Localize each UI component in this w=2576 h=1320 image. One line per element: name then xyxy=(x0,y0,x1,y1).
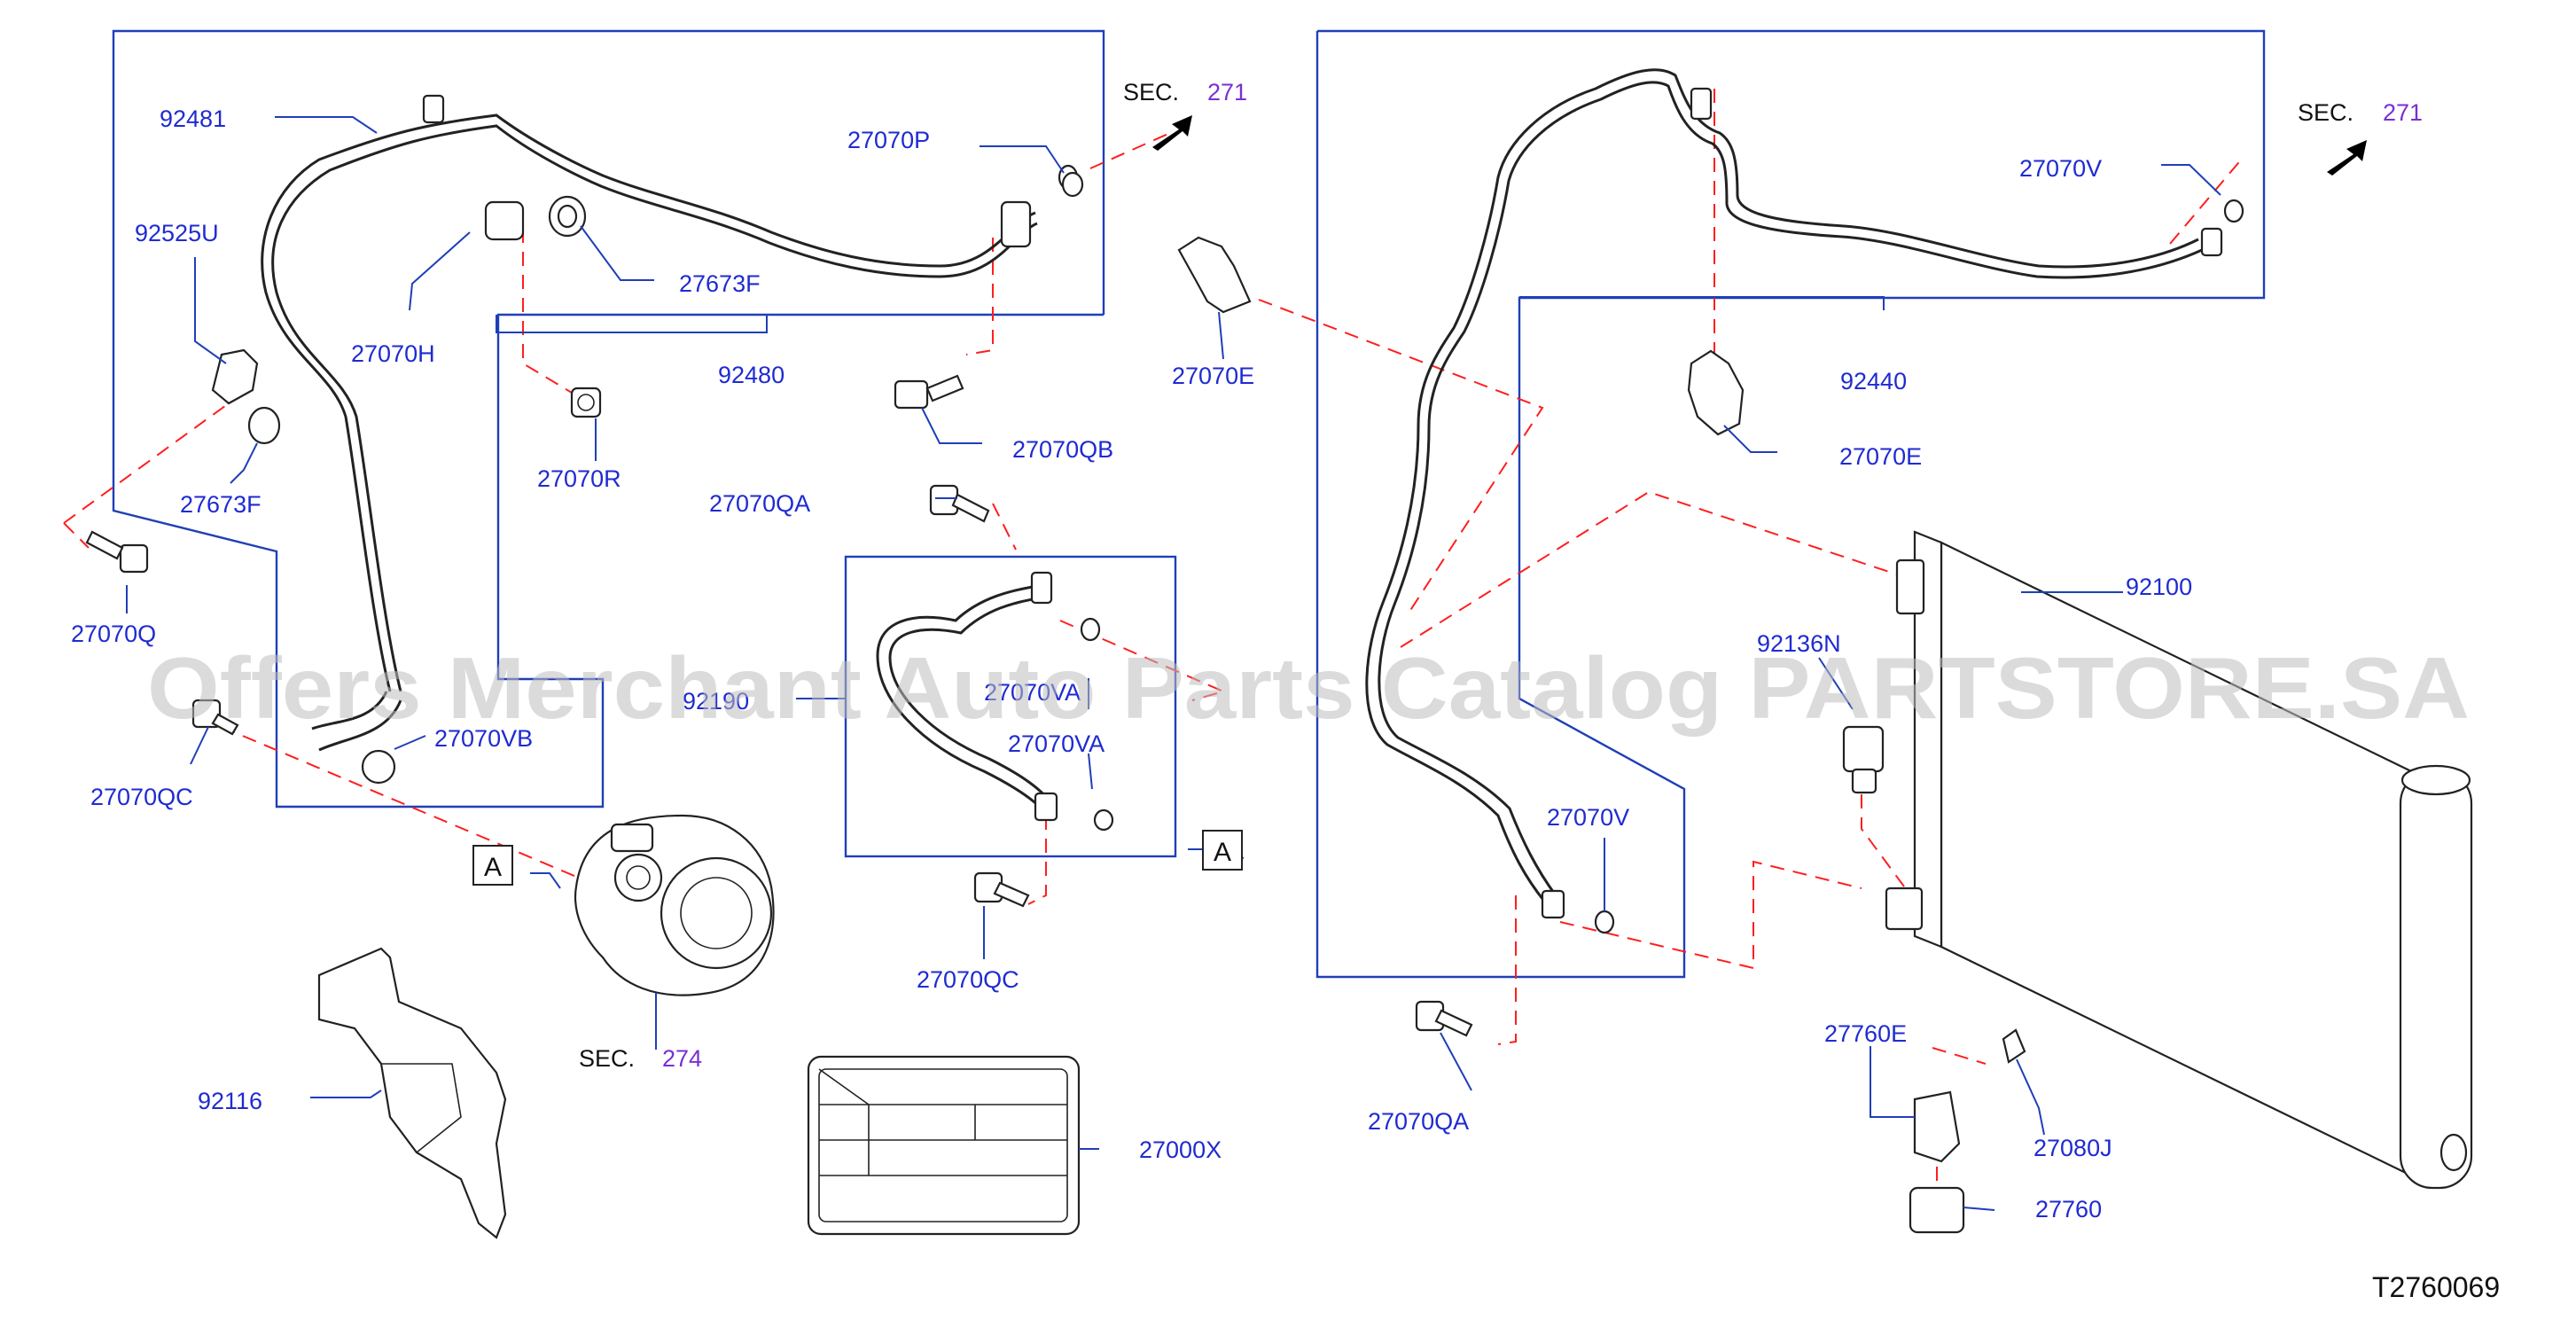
leader-lines xyxy=(126,116,2221,1211)
label-plate-27000X xyxy=(807,1055,1081,1236)
section-ref-271-right: SEC. 271 xyxy=(2298,99,2423,126)
part-label-92136N[interactable]: 92136N xyxy=(1757,630,1841,657)
part-label-92440[interactable]: 92440 xyxy=(1840,368,1907,394)
frame-low-pressure-hose xyxy=(844,555,1177,858)
pipe-geometry xyxy=(261,68,2203,905)
part-label-27070QC-left[interactable]: 27070QC xyxy=(90,784,193,810)
bolt-27070QB xyxy=(894,374,964,410)
part-label-27070E-left[interactable]: 27070E xyxy=(1172,363,1254,389)
connector-a-left: A xyxy=(472,845,513,886)
arrow-icon xyxy=(2327,140,2367,176)
part-label-27070QA-right[interactable]: 27070QA xyxy=(1368,1108,1469,1135)
part-label-27070V-bottom[interactable]: 27070V xyxy=(1547,804,1629,831)
bolt-27070QA-mid xyxy=(929,484,990,523)
part-label-27070QA-mid[interactable]: 27070QA xyxy=(709,490,810,517)
section-ref-274: SEC. 274 xyxy=(579,1045,702,1072)
section-arrows xyxy=(1152,115,2367,176)
part-label-27080J[interactable]: 27080J xyxy=(2033,1135,2112,1161)
part-label-27673F-top[interactable]: 27673F xyxy=(679,270,761,297)
condenser-92100 xyxy=(1885,530,2473,1190)
part-label-27000X[interactable]: 27000X xyxy=(1139,1136,1222,1163)
part-label-27070VA-upper[interactable]: 27070VA xyxy=(984,679,1081,706)
section-number[interactable]: 274 xyxy=(662,1045,702,1072)
frame-high-pressure-hose xyxy=(112,29,1105,808)
part-label-27070VB[interactable]: 27070VB xyxy=(434,725,533,752)
bolt-27070QC-mid xyxy=(973,871,1030,908)
arrow-icon xyxy=(1152,115,1192,151)
bolt-27070Q xyxy=(85,530,149,574)
part-label-27070Q[interactable]: 27070Q xyxy=(71,621,156,647)
part-label-92481[interactable]: 92481 xyxy=(160,105,226,132)
part-label-27070QC-mid[interactable]: 27070QC xyxy=(917,966,1019,993)
section-prefix: SEC. xyxy=(1123,79,1179,105)
section-number[interactable]: 271 xyxy=(2383,99,2423,126)
part-label-27760[interactable]: 27760 xyxy=(2035,1196,2102,1222)
section-number[interactable]: 271 xyxy=(1207,79,1247,105)
connector-a-right: A xyxy=(1202,830,1243,871)
bracket-92116 xyxy=(317,947,507,1239)
part-label-27070E-right[interactable]: 27070E xyxy=(1839,443,1922,470)
compressor xyxy=(574,814,775,996)
part-label-27760E[interactable]: 27760E xyxy=(1824,1020,1907,1047)
part-label-27070QB[interactable]: 27070QB xyxy=(1012,436,1113,463)
part-label-92190[interactable]: 92190 xyxy=(683,688,749,715)
part-shapes xyxy=(85,87,2473,1239)
connector-label: A xyxy=(1214,838,1231,867)
bolt-27070QA-right xyxy=(1415,1000,1473,1037)
part-label-92116[interactable]: 92116 xyxy=(198,1088,262,1114)
part-label-92480[interactable]: 92480 xyxy=(718,362,785,388)
section-ref-271-left: SEC. 271 xyxy=(1123,79,1247,105)
assembly-frames xyxy=(112,29,2266,979)
frame-condenser-pipe xyxy=(1315,29,2266,979)
part-label-27070VA-lower[interactable]: 27070VA xyxy=(1008,730,1105,757)
part-labels: 92481 92525U 27673F 27070H 27070P 27673F… xyxy=(71,105,2192,1222)
part-label-27070V-top[interactable]: 27070V xyxy=(2019,155,2102,182)
part-label-27673F-left[interactable]: 27673F xyxy=(180,491,262,518)
part-label-27070R[interactable]: 27070R xyxy=(537,465,621,492)
section-prefix: SEC. xyxy=(579,1045,635,1072)
connector-label: A xyxy=(484,853,502,882)
bolt-27070QC-left xyxy=(191,699,239,736)
section-prefix: SEC. xyxy=(2298,99,2354,126)
watermark-text: Offers Merchant Auto Parts Catalog PARTS… xyxy=(147,639,2470,737)
part-label-27070P[interactable]: 27070P xyxy=(847,127,930,153)
part-label-92525U[interactable]: 92525U xyxy=(135,220,219,246)
part-label-92100[interactable]: 92100 xyxy=(2126,574,2192,600)
part-label-27070H[interactable]: 27070H xyxy=(351,340,435,367)
diagram-id: T2760069 xyxy=(2372,1271,2500,1303)
